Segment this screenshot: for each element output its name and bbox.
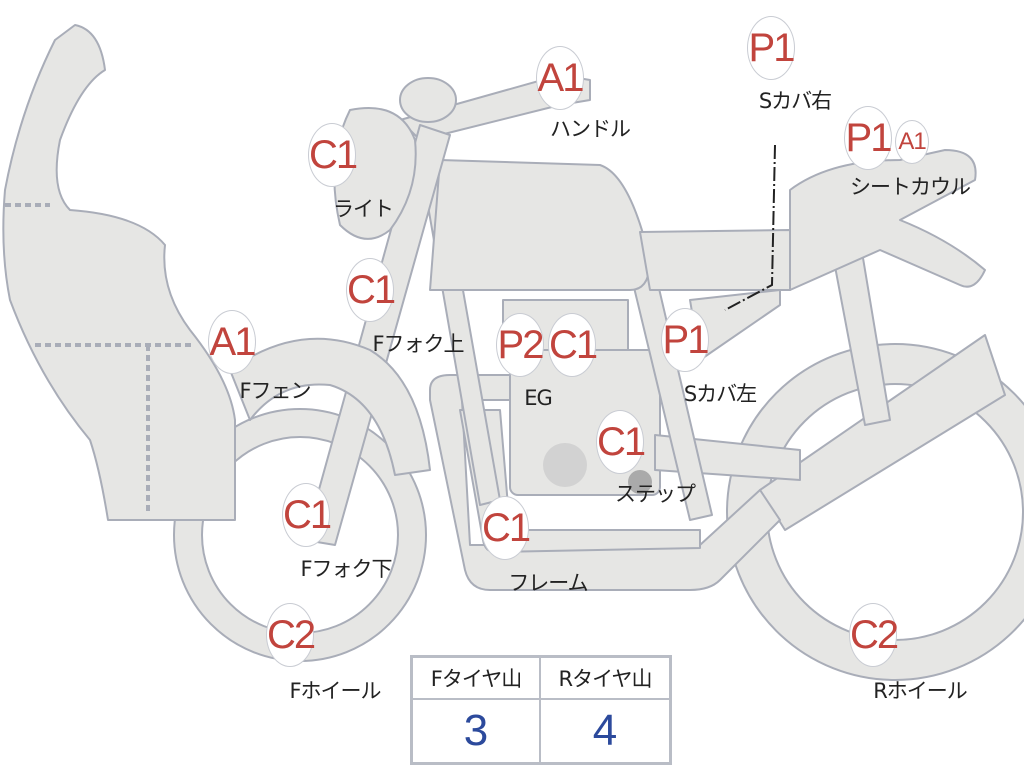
grade-badge-rear-wheel: C2 bbox=[849, 603, 899, 667]
value-front-tire: 3 bbox=[413, 700, 541, 762]
value-rear-tire: 4 bbox=[592, 706, 618, 755]
front-fender-shape bbox=[229, 337, 431, 476]
fairing-shape bbox=[2, 24, 236, 521]
label-step: ステップ bbox=[615, 482, 696, 506]
label-front-wheel: Fホイール bbox=[289, 679, 381, 703]
tank-shape bbox=[429, 159, 651, 291]
grade-badge-seat-cowl: P1 bbox=[844, 106, 892, 170]
label-engine: EG bbox=[524, 386, 553, 410]
grade-badge-seat-cowl-secondary: A1 bbox=[895, 120, 929, 164]
label-front-fork-lower: Fフォク下 bbox=[300, 557, 392, 581]
grade-badge-front-fender: A1 bbox=[208, 310, 256, 374]
header-front-tire: Fタイヤ山 bbox=[413, 658, 541, 700]
header-rear-tire: Rタイヤ山 bbox=[541, 658, 669, 700]
tire-tread-table: Fタイヤ山 Rタイヤ山 3 4 bbox=[410, 655, 672, 765]
label-frame: フレーム bbox=[508, 571, 588, 595]
label-light: ライト bbox=[333, 197, 394, 221]
grade-badge-frame: C1 bbox=[481, 496, 531, 560]
front-fork-shape bbox=[304, 124, 451, 546]
grade-badge-side-cover-left: P1 bbox=[661, 308, 709, 372]
grade-badge-front-fork-lower: C1 bbox=[282, 483, 332, 547]
grade-badge-handle: A1 bbox=[536, 46, 584, 110]
grade-badge-engine: P2 bbox=[496, 313, 544, 377]
leader-line bbox=[724, 144, 776, 311]
label-front-fender: Fフェン bbox=[239, 379, 311, 403]
grade-badge-light: C1 bbox=[308, 123, 358, 187]
grade-badge-front-fork-upper: C1 bbox=[346, 258, 396, 322]
label-rear-wheel: Rホイール bbox=[873, 679, 968, 703]
grade-badge-step: C1 bbox=[596, 410, 646, 474]
grade-badge-side-cover-right: P1 bbox=[747, 16, 795, 80]
grade-badge-front-wheel: C2 bbox=[266, 603, 316, 667]
label-front-fork-upper: Fフォク上 bbox=[372, 332, 464, 356]
label-seat-cowl: シートカウル bbox=[850, 175, 971, 199]
label-side-cover-left: Sカバ左 bbox=[683, 382, 757, 406]
label-side-cover-right: Sカバ右 bbox=[758, 89, 832, 113]
grade-badge-engine-secondary: C1 bbox=[548, 313, 598, 377]
label-handle: ハンドル bbox=[550, 117, 631, 141]
